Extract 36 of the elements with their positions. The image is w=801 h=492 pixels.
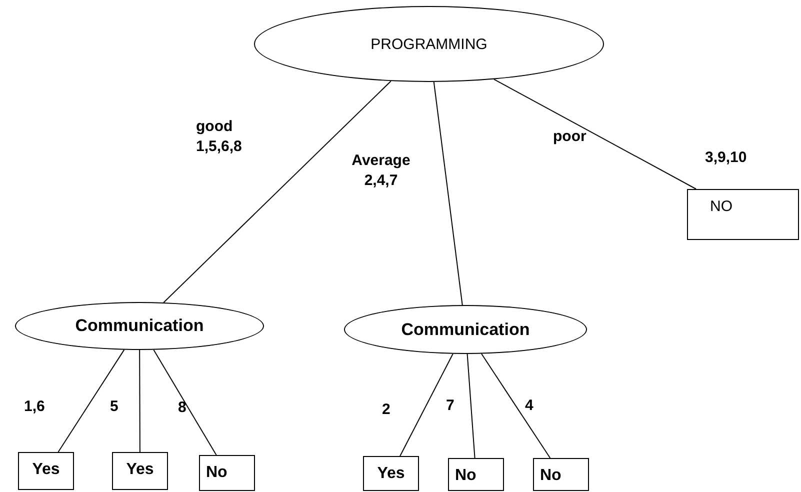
sample-ids-label: 3,9,10 bbox=[705, 149, 747, 166]
connector-line bbox=[58, 349, 125, 452]
connector-line bbox=[153, 349, 217, 456]
leaf-box bbox=[199, 455, 255, 491]
edge-label: 7 bbox=[446, 396, 456, 416]
connector-line bbox=[433, 81, 463, 306]
connector-line bbox=[481, 353, 551, 458]
node-label: No bbox=[455, 467, 476, 485]
leaf-box bbox=[363, 456, 419, 491]
edge-label: 8 bbox=[178, 398, 188, 418]
leaf-box bbox=[687, 189, 799, 240]
connector-line bbox=[163, 80, 392, 303]
node-label: Yes bbox=[126, 461, 154, 479]
node-label: Yes bbox=[377, 465, 405, 483]
edge-label: 4 bbox=[525, 396, 534, 416]
edge-label: 2 bbox=[382, 400, 392, 420]
connector-line bbox=[139, 350, 140, 452]
edge-label: 5 bbox=[110, 397, 120, 416]
edge-label: good 1,5,6,8 bbox=[196, 117, 243, 156]
leaf-box bbox=[448, 458, 504, 491]
node-label: NO bbox=[710, 198, 732, 215]
edge-label: 1,6 bbox=[24, 397, 46, 416]
connector-line bbox=[466, 354, 476, 458]
leaf-box bbox=[533, 458, 589, 491]
node-label: Communication bbox=[401, 320, 530, 340]
node-label: Yes bbox=[32, 461, 60, 479]
node-label: No bbox=[206, 464, 228, 482]
edge-label: Average 2,4,7 bbox=[350, 151, 412, 190]
node-label: PROGRAMMING bbox=[370, 36, 488, 52]
node-label: Communication bbox=[75, 316, 204, 336]
leaf-box bbox=[18, 452, 74, 490]
edge-label: poor bbox=[553, 127, 588, 146]
connector-line bbox=[400, 353, 454, 456]
leaf-box bbox=[112, 452, 168, 490]
node-label: No bbox=[540, 467, 562, 485]
connector-line bbox=[493, 78, 697, 190]
